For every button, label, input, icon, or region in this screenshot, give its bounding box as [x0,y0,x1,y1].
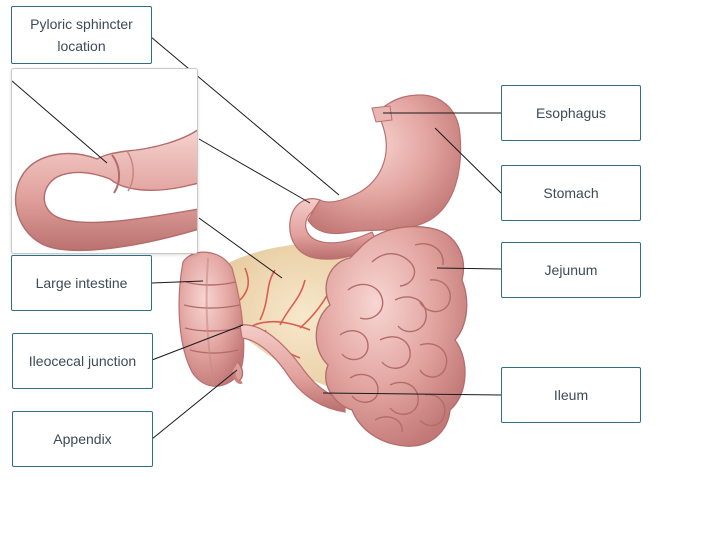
label-jejunum-text: Jejunum [544,262,598,278]
label-stomach[interactable]: Stomach [501,165,641,221]
label-esophagus[interactable]: Esophagus [501,85,641,141]
label-esophagus-text: Esophagus [535,105,607,121]
label-ileum-text: Ileum [553,387,589,403]
terminal-ileum [239,324,346,413]
pyloric-inset [11,68,198,254]
label-appendix-text: Appendix [53,431,112,447]
leader-lines [150,36,502,440]
label-ileum[interactable]: Ileum [501,367,641,423]
large-intestine [178,251,245,387]
pyloric-inset-illustration [12,80,197,251]
label-pyloric-sphincter[interactable]: Pyloric sphincter location [11,6,152,64]
label-stomach-text: Stomach [543,185,599,201]
label-large-intestine-text: Large intestine [35,275,128,291]
label-appendix[interactable]: Appendix [12,411,153,467]
label-ileocecal-junction[interactable]: Ileocecal junction [12,333,153,389]
label-jejunum[interactable]: Jejunum [501,242,641,298]
appendix-tip [232,371,243,384]
inset-leader-line [12,80,108,164]
label-large-intestine[interactable]: Large intestine [11,255,152,311]
small-intestine [315,225,468,447]
label-ileocecal-junction-text: Ileocecal junction [28,353,137,369]
label-pyloric-sphincter-text: Pyloric sphincter location [30,16,133,54]
